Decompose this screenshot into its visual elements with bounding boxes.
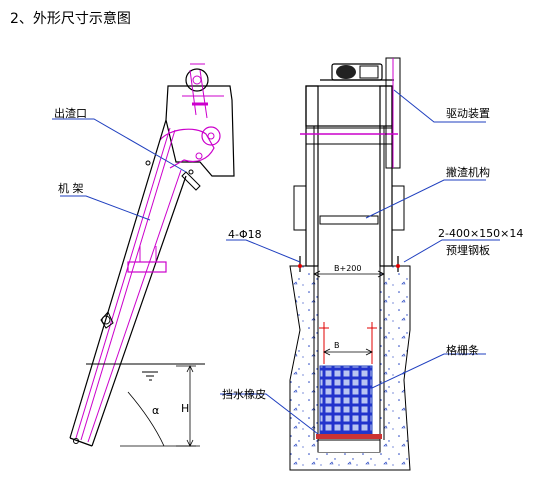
head-housing bbox=[165, 85, 235, 177]
bolts-label: 4-Φ18 bbox=[228, 228, 262, 241]
side-view: H α bbox=[69, 63, 235, 447]
height-label: H bbox=[181, 402, 189, 415]
head-box bbox=[305, 85, 393, 127]
rubber-seal bbox=[316, 434, 382, 439]
leader-lines bbox=[52, 89, 500, 435]
water-level-icon bbox=[142, 371, 158, 381]
frame-edge-left bbox=[69, 119, 167, 439]
frame-left bbox=[305, 85, 319, 267]
mount-plate bbox=[127, 261, 167, 273]
grate-label: 格栅条 bbox=[446, 343, 479, 357]
rake-beam bbox=[319, 215, 379, 225]
rubber-label: 挡水橡皮 bbox=[222, 387, 266, 401]
plate-dimension-label: 2-400×150×14 bbox=[438, 227, 523, 240]
angle-label: α bbox=[152, 404, 159, 417]
frame-edge-right bbox=[91, 175, 187, 447]
rake-label: 撇渣机构 bbox=[446, 165, 490, 179]
outlet-chute bbox=[181, 171, 201, 191]
angle-arc bbox=[127, 391, 165, 447]
drive-label: 驱动装置 bbox=[446, 107, 490, 120]
grate-bars bbox=[319, 365, 373, 435]
outlet-label: 出渣口 bbox=[54, 106, 87, 120]
front-view: B+200 B bbox=[289, 57, 411, 471]
width-plus-label: B+200 bbox=[334, 264, 361, 273]
page-title: 2、外形尺寸示意图 bbox=[10, 10, 131, 27]
frame-label: 机 架 bbox=[58, 181, 84, 195]
width-label: B bbox=[334, 341, 340, 350]
motor-icon bbox=[336, 65, 356, 79]
top-sprocket bbox=[185, 68, 209, 92]
plate-name-label: 预埋钢板 bbox=[446, 243, 490, 257]
